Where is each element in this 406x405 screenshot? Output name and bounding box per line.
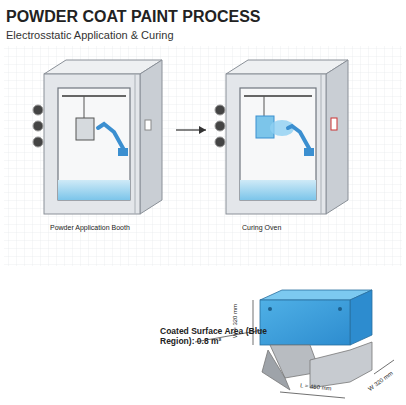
area-note: Coated Surface Area (Blue Region): 0.8 m…: [160, 326, 270, 346]
dimension: W = 320 mm: [232, 304, 238, 338]
station-label: Powder Application Booth: [50, 224, 140, 233]
subtitle: Electrosstatic Application & Curing: [6, 29, 174, 41]
dimension: W 320 mm: [367, 370, 394, 392]
oven: [215, 60, 348, 214]
process-station: Curing Oven: [212, 56, 354, 252]
booth: [33, 60, 162, 214]
station-label: Curing Oven: [242, 224, 322, 233]
coated-part: [195, 290, 394, 398]
process-arrow: [176, 126, 206, 134]
process-station: Powder Application Booth: [30, 56, 170, 252]
title: POWDER COAT PAINT PROCESS: [6, 8, 261, 26]
